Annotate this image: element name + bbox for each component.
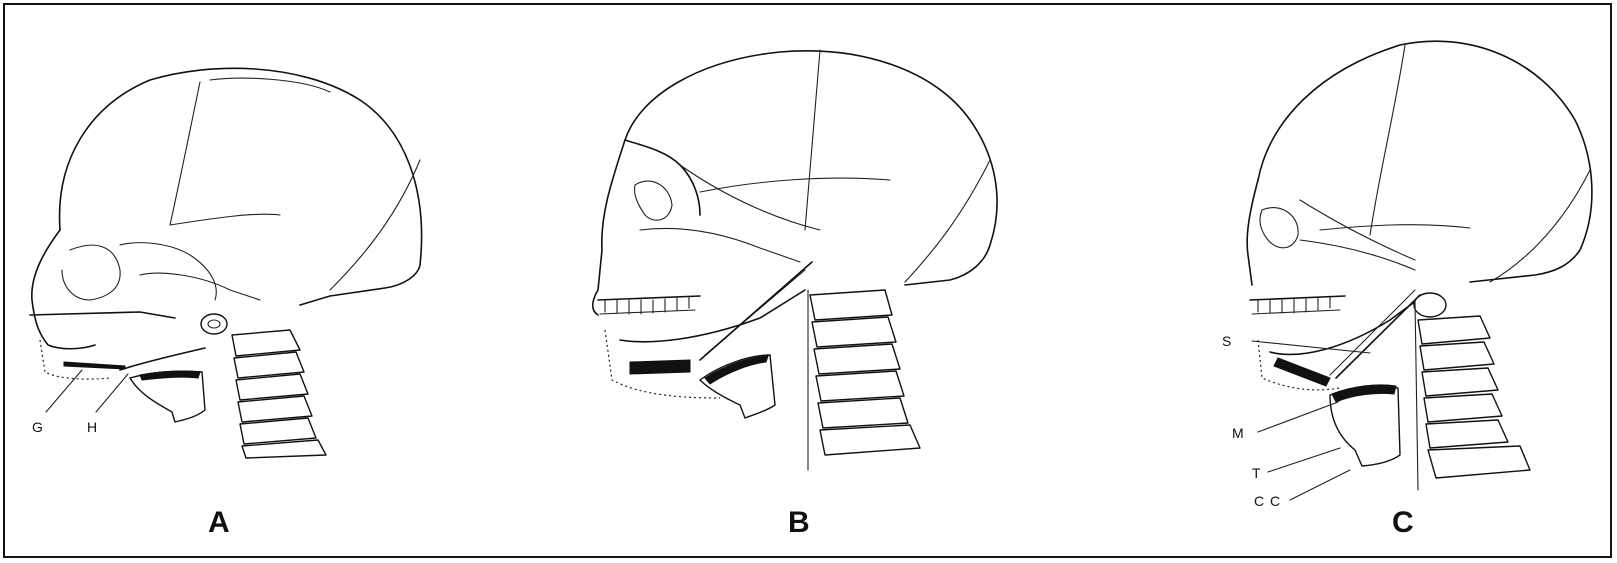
panel-b-cervical-spine [808,290,920,470]
panel-c-cervical-spine [1414,293,1530,490]
panel-b-teeth [598,296,700,314]
callout-t: T [1252,466,1262,480]
panel-c-label: C [1392,508,1414,538]
panel-b-label: B [788,508,810,538]
callout-s: S [1222,334,1232,348]
panel-a-label: A [208,508,230,538]
callout-m: M [1232,426,1245,440]
callout-h: H [87,420,98,434]
callout-g: G [32,420,44,434]
panel-c-skull [1247,41,1592,500]
panel-b-skull [593,50,997,470]
panel-a-skull [30,68,422,458]
callout-cc: C C [1254,494,1281,508]
panel-a-cervical-spine [232,330,326,458]
panel-c-teeth [1250,296,1345,314]
